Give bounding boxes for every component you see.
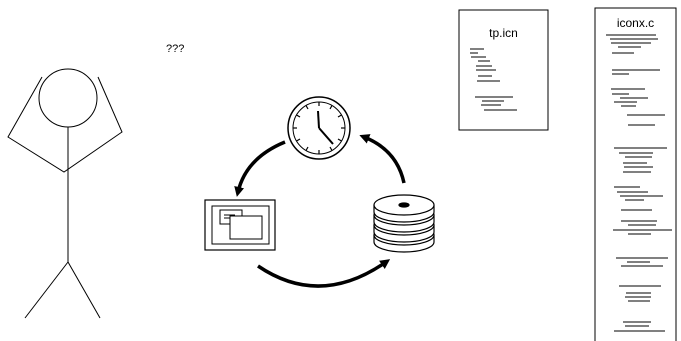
arrow-clock-to-window [234,140,286,197]
database-icon [373,194,435,253]
document-iconx-c: iconx.c [594,7,677,341]
cycle-arrows [234,134,406,288]
document-tp-icn-text-lines [470,48,517,111]
document-iconx-c-filename: iconx.c [617,16,654,30]
clock-icon [287,96,351,160]
arrow-database-to-clock [359,134,406,184]
document-tp-icn-filename: tp.icn [489,26,518,40]
stick-figure-icon [7,68,123,319]
caption-text: ??? [166,43,184,55]
window-icon [204,199,276,251]
arrow-window-to-database [257,259,391,288]
document-iconx-c-text-lines [606,34,672,332]
document-tp-icn: tp.icn [458,9,549,131]
